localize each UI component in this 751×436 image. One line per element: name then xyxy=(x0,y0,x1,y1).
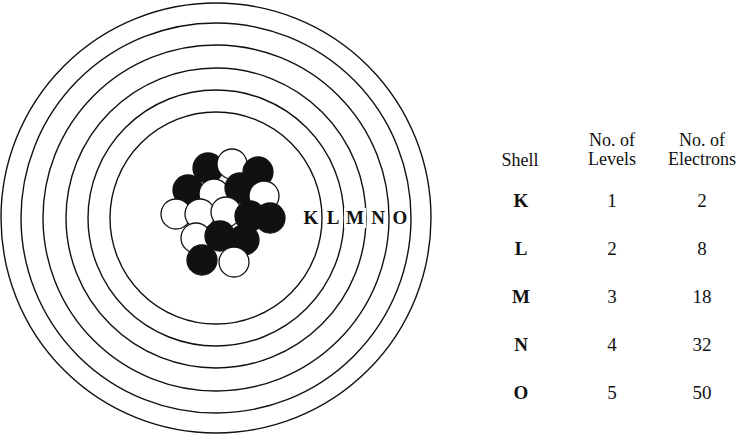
shell-ring xyxy=(1,3,431,433)
table-cell: 2 xyxy=(607,239,617,259)
table-cell: 5 xyxy=(607,383,617,403)
shell-letter: L xyxy=(325,208,342,228)
shell-ring xyxy=(21,23,411,413)
nucleon xyxy=(255,203,285,233)
table-cell: 4 xyxy=(607,335,617,355)
shell-ring xyxy=(66,68,366,368)
table-cell: K xyxy=(514,191,529,211)
table-cell: 8 xyxy=(697,239,707,259)
shell-letter: M xyxy=(344,208,366,228)
column-header: No. of Electrons xyxy=(660,131,744,169)
table-cell: 18 xyxy=(693,287,712,307)
table-cell: 2 xyxy=(697,191,707,211)
table-cell: L xyxy=(515,239,528,259)
column-header: Shell xyxy=(501,151,538,170)
nucleon xyxy=(187,245,217,275)
table-cell: 32 xyxy=(693,335,712,355)
shell-ring xyxy=(110,112,322,324)
table-cell: O xyxy=(514,383,529,403)
nucleon xyxy=(219,247,249,277)
shell-letter: O xyxy=(391,208,410,228)
shell-ring xyxy=(43,45,389,391)
table-cell: N xyxy=(514,335,528,355)
shell-ring xyxy=(88,90,344,346)
shell-letter: K xyxy=(302,208,321,228)
column-header: No. of Levels xyxy=(580,131,644,169)
table-cell: 1 xyxy=(607,191,617,211)
table-cell: M xyxy=(512,287,530,307)
table-cell: 50 xyxy=(693,383,712,403)
shell-letter: N xyxy=(369,208,387,228)
table-cell: 3 xyxy=(607,287,617,307)
